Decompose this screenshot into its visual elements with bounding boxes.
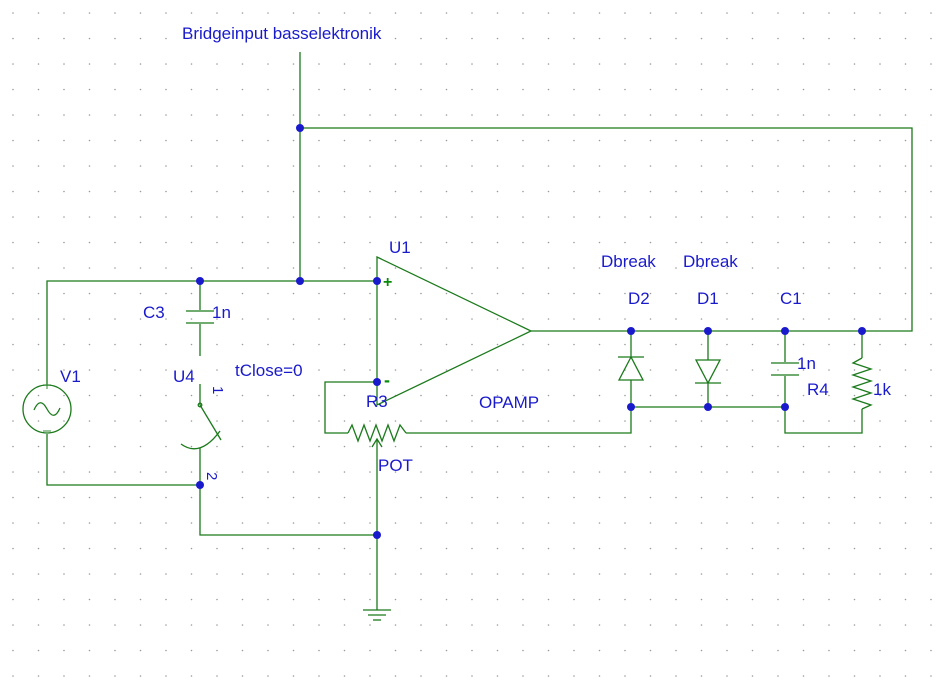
u4-pin1-label: 1 (209, 386, 226, 394)
junction-dot (627, 403, 635, 411)
wire-inverting-input (324, 381, 377, 434)
potentiometer-icon (347, 423, 407, 450)
u4-ref-label: U4 (173, 367, 195, 386)
junction-dot (704, 327, 712, 335)
junction-dot (296, 277, 304, 285)
junction-dot (296, 124, 304, 132)
resistor-icon (850, 357, 874, 410)
wire-u4-bottom (199, 462, 377, 536)
u4-value-label: tClose=0 (235, 361, 303, 380)
r3-ref-label: R3 (366, 392, 388, 411)
capacitor-icon (771, 362, 799, 376)
junction-dot (196, 481, 204, 489)
opamp-icon (376, 255, 533, 407)
junctions (196, 124, 866, 539)
d1-ref-label: D1 (697, 289, 719, 308)
wire-pot-right (406, 407, 632, 434)
junction-dot (373, 378, 381, 386)
net-label-bridgeinput: Bridgeinput basselektronik (182, 24, 382, 43)
r4-ref-label: R4 (807, 380, 829, 399)
grid-dots (12, 12, 932, 677)
c1-value-label: 1n (797, 354, 816, 373)
junction-dot (704, 403, 712, 411)
c3-value-label: 1n (212, 303, 231, 322)
opamp-plus-sign: + (383, 274, 392, 291)
wire-v1-bottom (46, 434, 200, 486)
junction-dot (196, 277, 204, 285)
junction-dot (373, 531, 381, 539)
u1-ref-label: U1 (389, 238, 411, 257)
v1-ref-label: V1 (60, 367, 81, 386)
c3-ref-label: C3 (143, 303, 165, 322)
r4-value-label: 1k (873, 380, 891, 399)
d2-model-label: Dbreak (601, 252, 656, 271)
ground-icon (363, 609, 391, 621)
u4-pin2-label: 2 (203, 472, 220, 480)
junction-dot (373, 277, 381, 285)
junction-dot (781, 403, 789, 411)
ac-voltage-source-icon (22, 381, 72, 434)
junction-dot (858, 327, 866, 335)
c1-ref-label: C1 (780, 289, 802, 308)
d2-ref-label: D2 (628, 289, 650, 308)
capacitor-icon (186, 310, 214, 324)
diode-icon (617, 355, 645, 381)
r3-value-label: POT (378, 456, 413, 475)
d1-model-label: Dbreak (683, 252, 738, 271)
switch-icon (180, 402, 222, 462)
diode-icon (694, 359, 722, 385)
opamp-minus-sign: - (384, 370, 390, 390)
junction-dot (627, 327, 635, 335)
junction-dot (781, 327, 789, 335)
wire-v1-top (46, 280, 377, 384)
wire-feedback-top (300, 127, 913, 332)
u1-value-label: OPAMP (479, 393, 539, 412)
